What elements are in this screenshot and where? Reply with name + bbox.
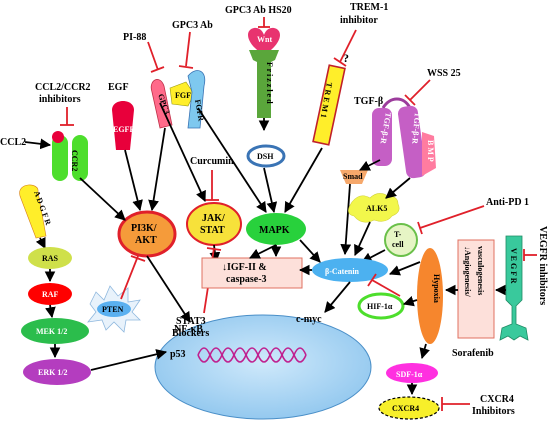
tgfbr-linker: [381, 97, 412, 109]
cxcr4-node[interactable]: [378, 396, 440, 420]
raf-label: RAF: [42, 290, 59, 299]
angio-label: ↓Angiogenesis/: [463, 246, 472, 297]
cxcr4-inhibitors-label-2: Inhibitors: [472, 406, 515, 417]
ccr2-ligand: [52, 131, 64, 143]
smad-node[interactable]: [340, 170, 368, 184]
egfr-label: EGFR: [113, 125, 135, 134]
igf-caspase-box[interactable]: [201, 257, 303, 289]
pi88-label: PI-88: [123, 32, 146, 43]
ccl2-label: CCL2: [0, 137, 26, 148]
tcell-label-2: cell: [392, 240, 404, 249]
angiogenesis-box[interactable]: [457, 239, 495, 339]
trem1-inhibitor-label: TREM-1: [350, 2, 388, 13]
tcell-node[interactable]: [384, 223, 418, 257]
wnt-heart: [248, 27, 280, 55]
pi3k-akt-node[interactable]: [117, 210, 177, 258]
hif-label: HIF-1α: [367, 302, 393, 311]
ras-label: RAS: [42, 254, 59, 263]
frizzled-label: F r i z z l e d: [265, 62, 274, 104]
beta-catenin-node[interactable]: [312, 258, 388, 282]
mek-node[interactable]: [21, 318, 89, 344]
dna-helix-icon: [197, 347, 307, 363]
beta-catenin-label: β-Catenin: [325, 267, 360, 276]
p53-label: p53: [170, 349, 186, 360]
wss25-label: WSS 25: [427, 68, 461, 79]
trem1-receptor: [312, 64, 346, 146]
jak-stat-label: JAK/: [202, 213, 225, 224]
mapk-label: MAPK: [259, 225, 290, 236]
sdf-node[interactable]: [386, 363, 438, 383]
pi3k-akt-label: PI3K/: [131, 223, 157, 234]
curcumin-label: Curcumin: [190, 156, 234, 167]
dsh-label: DSH: [257, 152, 274, 161]
sdf-label: SDF-1α: [396, 370, 423, 379]
tgfbr2-receptor: [397, 105, 427, 179]
fgfr-receptor: [187, 70, 206, 129]
smad-label: Smad: [343, 172, 363, 181]
tgf-beta-label: TGF-β: [354, 96, 383, 107]
igf-label: ↓IGF-II &: [222, 262, 267, 273]
tcell-label: T-: [394, 230, 402, 239]
cxcr4-label: CXCR4: [392, 404, 419, 413]
question-label: ?: [343, 51, 349, 65]
ccr2-label: CCR2: [70, 150, 79, 171]
bmp-ligand: [422, 132, 436, 176]
alk5-label: ALK5: [366, 204, 387, 213]
pten-label: PTEN: [102, 305, 124, 314]
pten-node[interactable]: PTEN: [87, 285, 141, 333]
stat3-blockers-label: STAT3: [176, 316, 206, 327]
bmp-label: B M P: [426, 140, 435, 162]
cmyc-label: c-myc: [296, 314, 322, 325]
nfkb-label: NF-κB: [174, 324, 203, 335]
cxcr4-inhibitors-label: CXCR4: [480, 394, 514, 405]
erk-node[interactable]: [23, 359, 91, 385]
hypoxia-node[interactable]: [417, 248, 443, 344]
igf-label-2: caspase-3: [226, 274, 267, 285]
erk-label: ERK 1/2: [38, 368, 68, 377]
egf-label: EGF: [108, 82, 129, 93]
ccr2-right: [72, 135, 88, 181]
vegfr-label: V E G F R: [509, 248, 518, 284]
jak-stat-node[interactable]: [186, 202, 242, 246]
vegfr-receptor: V E G F R: [499, 235, 529, 341]
tgfbr2-label: TGF-β-R: [410, 112, 422, 145]
raf-node[interactable]: [28, 283, 72, 305]
anti-pd1-label: Anti-PD 1: [486, 197, 529, 208]
jak-stat-label-2: STAT: [200, 225, 225, 236]
stat3-blockers-label-2: Blockers: [172, 328, 209, 339]
tgfbr1-receptor: [372, 108, 392, 166]
fgf-label: FGF: [175, 91, 191, 100]
frizzled-receptor: [249, 50, 279, 118]
sorafenib-label: Sorafenib: [452, 348, 494, 359]
trem1-inhibitor-label-2: inhibitor: [340, 15, 378, 26]
ccl2-inhibitors-label: CCL2/CCR2: [35, 82, 91, 93]
pi3k-akt-label-2: AKT: [135, 235, 157, 246]
nucleus: [154, 314, 372, 420]
ccl2-inhibitors-label-2: inhibitors: [39, 94, 81, 105]
wnt-label: Wnt: [257, 35, 272, 44]
adgfr-receptor: [19, 184, 47, 239]
alk5-node[interactable]: [348, 193, 400, 223]
gpc3-ab-label: GPC3 Ab: [172, 20, 213, 31]
egfr-receptor: [112, 101, 134, 150]
mapk-node[interactable]: [246, 213, 306, 245]
angio-label-2: vasculogenesis: [476, 246, 485, 295]
hypoxia-label: Hypoxia: [432, 274, 441, 303]
vegfr-inhibitors-label: VEGFR inhibitors: [537, 226, 548, 305]
mek-label: MEK 1/2: [36, 327, 67, 336]
ccr2-left: [52, 135, 68, 181]
ras-node[interactable]: [28, 247, 72, 269]
dsh-node[interactable]: [246, 144, 286, 168]
gpc3-ab-hs20-label: GPC3 Ab HS20: [225, 5, 292, 16]
